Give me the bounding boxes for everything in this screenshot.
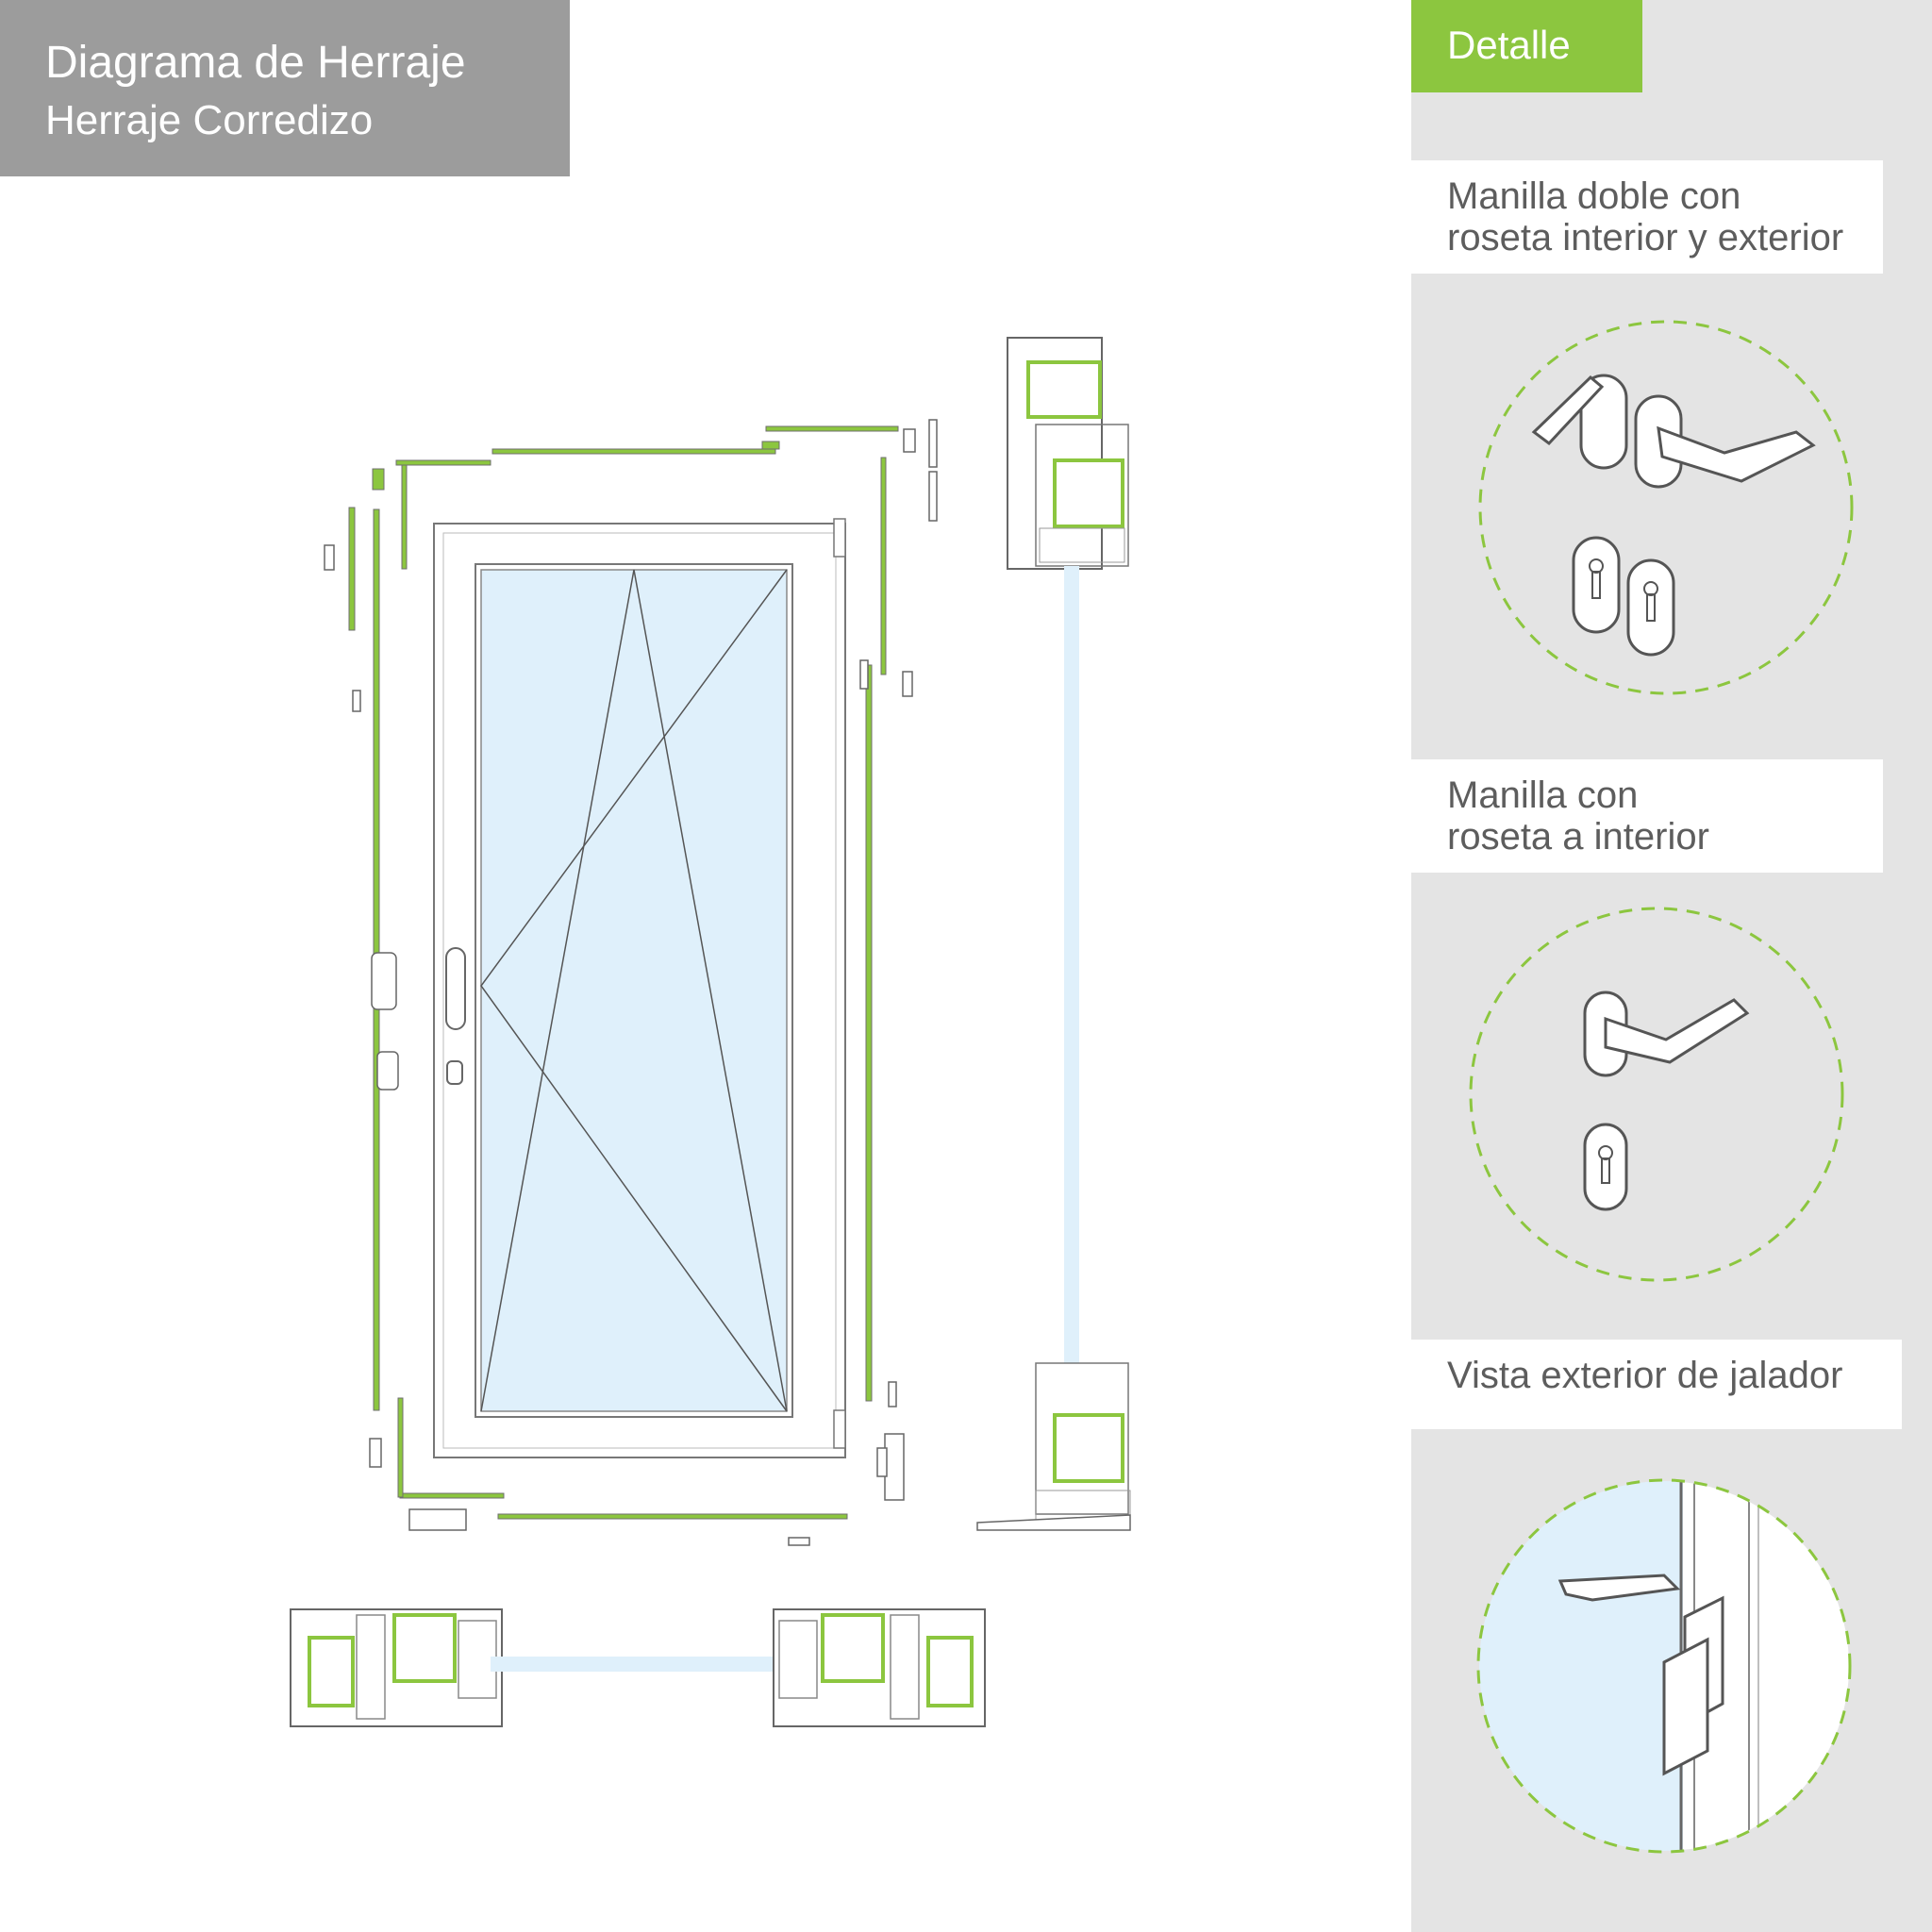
detail-label-1-line2: roseta interior y exterior [1447,217,1844,258]
detail-tab[interactable]: Detalle [1411,0,1642,92]
detail-label-2: Manilla con roseta a interior [1411,759,1883,873]
horizontal-section-left [290,1608,503,1727]
title-box: Diagrama de Herraje Herraje Corredizo [0,0,570,176]
exterior-pull-icon [1476,1478,1852,1854]
window-frame [433,518,846,1458]
vertical-section-bottom [976,1362,1131,1531]
detail-label-1-line1: Manilla doble con [1447,175,1741,217]
vertical-section-top [1007,337,1129,570]
window-hardware-diagram [290,337,1131,1727]
detail-label-3: Vista exterior de jalador [1411,1340,1902,1429]
hardware-small-parts [324,419,938,1546]
detail-label-2-line1: Manilla con [1447,774,1639,816]
diagram-title: Diagrama de Herraje [45,38,466,88]
horizontal-section-right [773,1608,986,1727]
horizontal-section-glass [491,1657,808,1672]
single-handle-icon [1469,907,1844,1282]
diagram-subtitle: Herraje Corredizo [45,97,374,143]
detail-label-3-line1: Vista exterior de jalador [1447,1355,1843,1396]
detail-label-1: Manilla doble con roseta interior y exte… [1411,160,1883,274]
vertical-section-glass [1064,566,1079,1368]
double-handle-icon [1478,320,1854,695]
detail-label-2-line2: roseta a interior [1447,816,1709,858]
